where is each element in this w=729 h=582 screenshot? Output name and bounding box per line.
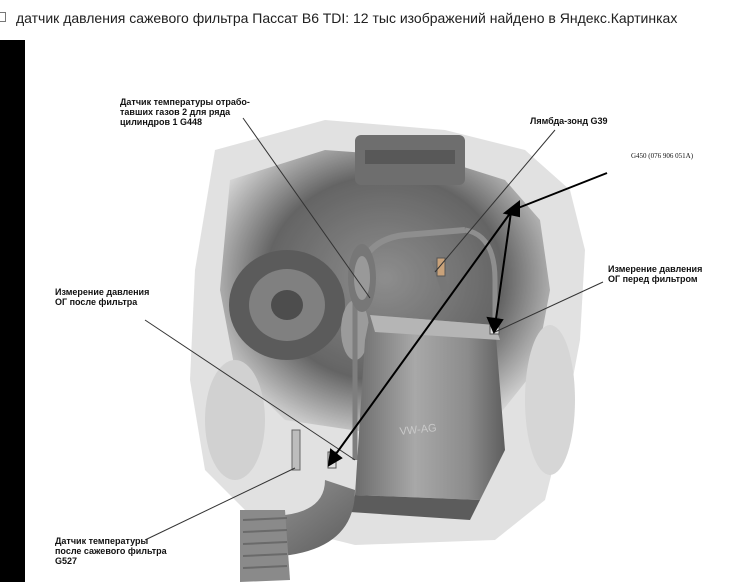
label-temp-sensor-2: Датчик температуры отрабо- тавших газов … [120,97,250,127]
label-pressure-after: Измерение давления ОГ после фильтра [55,287,150,307]
leader-lines [144,117,604,541]
label-g450: G450 (076 906 051A) [631,152,694,160]
top-bar: датчик давления сажевого фильтра Пассат … [0,0,729,41]
label-temp-after: Датчик температуры после сажевого фильтр… [55,536,167,566]
left-dark-strip [0,40,25,582]
annotation-arrows [327,172,608,467]
vw-ag-emboss: VW-AG [399,422,437,438]
label-pressure-before: Измерение давления ОГ перед фильтром [608,264,703,284]
engine-diagram: VW-AG 113_027 Датчик температуры отрабо-… [25,40,729,582]
exhaust-pipe [240,429,355,582]
label-lambda: Лямбда-зонд G39 [530,116,608,126]
page-title: датчик давления сажевого фильтра Пассат … [16,10,678,26]
page-icon [0,12,6,22]
engine-illustration: VW-AG 113_027 [144,117,616,582]
lambda-sensor [436,257,446,277]
particulate-filter [348,244,505,520]
